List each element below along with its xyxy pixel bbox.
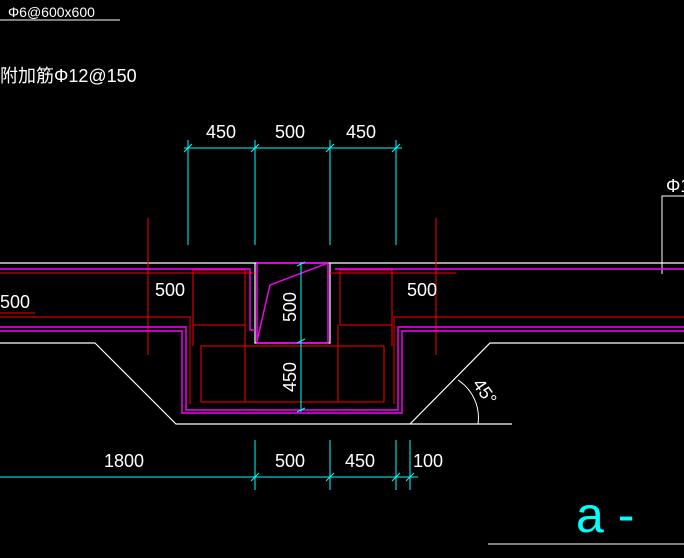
rebar-note-text: 附加筋Φ12@150: [0, 66, 137, 86]
center-vertical-dimension: [296, 261, 306, 413]
right-inner-dim: 500: [407, 280, 437, 300]
bottom-dimension-chain: [0, 440, 418, 490]
section-label: a -: [576, 487, 634, 543]
top-dimension-chain: [183, 140, 402, 245]
slope-angle-text: 45°: [469, 375, 501, 409]
spec-text: Φ6@600x600: [8, 4, 95, 20]
left-inner-dim: 500: [155, 280, 185, 300]
slope-angle-arc: [457, 379, 479, 425]
right-edge-leader: [661, 195, 684, 274]
bottom-dim-4: 100: [413, 451, 443, 471]
pit-outline: [0, 262, 684, 425]
top-dim-1: 450: [206, 122, 236, 142]
right-edge-marker-text: Φ1: [666, 176, 684, 196]
rebar-lines: [0, 262, 684, 414]
bottom-dim-1: 1800: [104, 451, 144, 471]
concrete-lines: [0, 218, 684, 404]
bottom-dim-3: 450: [345, 451, 375, 471]
top-dim-3: 450: [346, 122, 376, 142]
bottom-dim-2: 500: [275, 451, 305, 471]
center-lower-vertical-dim: 450: [280, 362, 300, 392]
center-upper-vertical-dim: 500: [280, 292, 300, 322]
left-edge-dim: 500: [0, 292, 30, 312]
top-dim-2: 500: [275, 122, 305, 142]
